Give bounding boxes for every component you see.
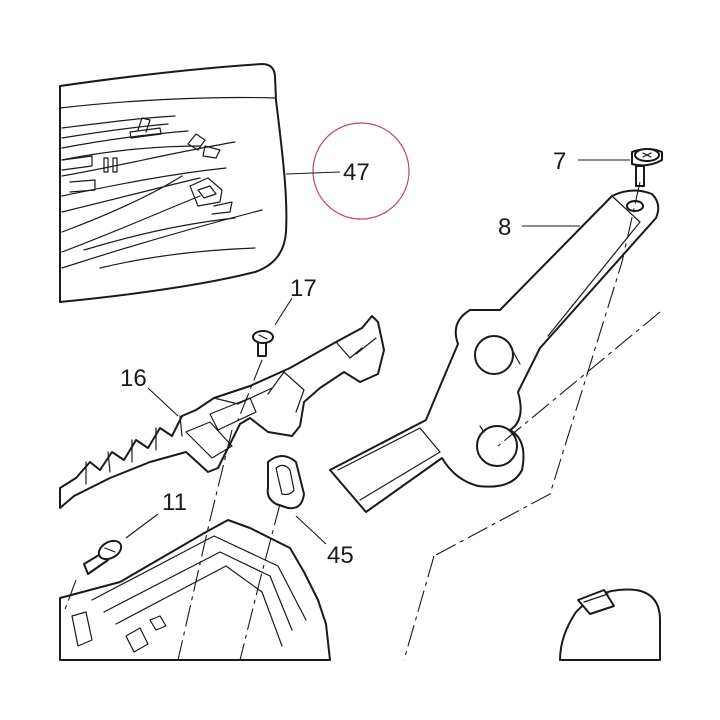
callout-47-highlight-circle <box>312 122 410 220</box>
callout-11: 11 <box>162 489 187 516</box>
callout-8: 8 <box>498 214 511 241</box>
part-17-screw <box>252 330 274 357</box>
leader-47 <box>285 171 341 175</box>
callout-7: 7 <box>553 148 566 175</box>
leader-45 <box>295 515 327 545</box>
callout-17: 17 <box>290 275 317 302</box>
callout-47: 47 <box>343 159 370 186</box>
leader-17 <box>274 297 293 326</box>
part-16-bracket <box>59 315 385 509</box>
leader-16 <box>147 387 179 417</box>
assembly-lines <box>63 181 661 661</box>
part-8-bracket-arm <box>329 189 660 513</box>
callout-45: 45 <box>327 542 354 569</box>
part-11-screw <box>83 539 123 575</box>
callout-16: 16 <box>120 365 147 392</box>
part-7-screw <box>631 148 663 187</box>
part-45-grommet <box>266 455 305 510</box>
part-47-wiring-panel <box>59 63 288 303</box>
housing-lower <box>59 519 331 661</box>
knob-part <box>559 588 661 661</box>
leader-11 <box>125 513 159 539</box>
